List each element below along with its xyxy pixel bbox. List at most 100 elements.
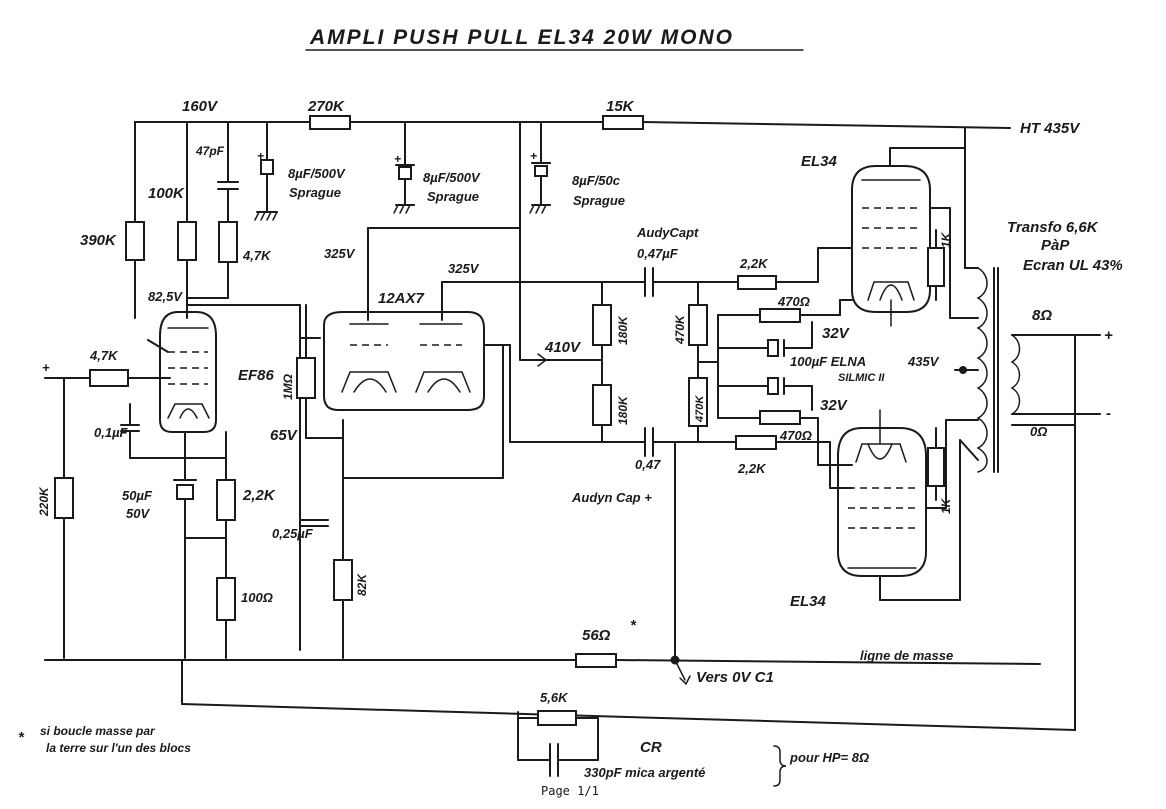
label-180k-top: 180K <box>616 315 630 345</box>
label-elna: 100µF ELNA <box>790 354 866 369</box>
svg-text:+: + <box>257 149 264 163</box>
label-4k7-grid: 4,7K <box>89 348 119 363</box>
label-cr: CR <box>640 739 662 756</box>
label-470k-top: 470K <box>673 314 687 345</box>
decoupling-cap-2: + <box>393 121 415 214</box>
resistor-220k <box>54 477 74 519</box>
resistor-470-top <box>759 308 801 323</box>
resistor-470-bottom <box>759 410 801 425</box>
resistor-cathode-bottom <box>927 447 945 487</box>
label-390k: 390K <box>80 232 117 249</box>
note-asterisk: * <box>18 729 25 746</box>
node-435v <box>959 366 967 374</box>
resistor-cathode-top <box>927 247 945 287</box>
label-82v: 82,5V <box>148 289 183 304</box>
label-out-0ohm: 0Ω <box>1030 424 1047 439</box>
resistor-2k2-top <box>737 275 777 290</box>
output-wiring <box>879 127 979 601</box>
label-220k: 220K <box>37 486 51 517</box>
resistor-180k-bottom <box>592 384 612 426</box>
label-out-plus: + <box>1104 327 1113 344</box>
svg-text:+: + <box>394 152 401 166</box>
label-047-bottom: 0,47 <box>635 457 661 472</box>
label-cap1-brand: Sprague <box>289 185 341 200</box>
label-2k2-bottom: 2,2K <box>737 461 767 476</box>
label-270k: 270K <box>307 98 345 115</box>
label-el34-bottom: EL34 <box>790 593 827 610</box>
label-transfo: Transfo 6,6K <box>1007 219 1099 236</box>
label-65v: 65V <box>270 427 299 444</box>
label-470-bottom: 470Ω <box>779 428 812 443</box>
capacitor-100uf-bottom <box>767 377 779 395</box>
label-410v: 410V <box>544 339 582 356</box>
label-325v-right: 325V <box>448 261 480 276</box>
label-1k-top: 1K <box>939 231 953 248</box>
page-footer: Page 1/1 <box>541 784 599 798</box>
label-32v-bottom: 32V <box>820 397 849 414</box>
label-1m: 1MΩ <box>281 373 295 400</box>
label-470k-bottom: 470K <box>694 395 706 423</box>
tube-12ax7 <box>323 311 485 411</box>
tube-el34-bottom <box>837 409 927 577</box>
capacitor-50uf <box>176 484 194 500</box>
label-input-plus: + <box>42 360 50 375</box>
decoupling-cap-3: + <box>529 121 551 214</box>
label-audycap-top: AudyCapt <box>636 225 699 240</box>
ht-rail <box>134 115 1011 130</box>
splitter-wiring <box>296 121 631 659</box>
label-pap: PàP <box>1041 237 1070 254</box>
label-vers-0v: Vers 0V C1 <box>696 669 774 686</box>
label-047-top: 0,47µF <box>637 246 679 261</box>
label-c50v: 50V <box>126 506 150 521</box>
svg-text:+: + <box>530 149 537 163</box>
decoupling-cap-1: + <box>254 121 278 221</box>
label-56-star: * <box>630 617 637 634</box>
label-47pf: 47pF <box>195 144 225 158</box>
feedback-network <box>181 659 1076 787</box>
resistor-270k <box>309 115 351 130</box>
label-ht-435v: HT 435V <box>1020 120 1081 137</box>
label-cap3-brand: Sprague <box>573 193 625 208</box>
label-2k2-cathode: 2,2K <box>242 487 276 504</box>
label-4k7-plate: 4,7K <box>242 248 272 263</box>
label-cap1-value: 8µF/500V <box>288 166 346 181</box>
label-330pf: 330pF mica argenté <box>584 765 705 780</box>
label-ligne-masse: ligne de masse <box>860 648 953 663</box>
label-435v: 435V <box>907 354 940 369</box>
label-15k: 15K <box>606 98 635 115</box>
label-5k6: 5,6K <box>540 690 569 705</box>
resistor-15k <box>602 115 644 130</box>
resistor-390k <box>125 221 145 261</box>
label-ecran: Ecran UL 43% <box>1023 257 1123 274</box>
label-32v-top: 32V <box>822 325 851 342</box>
label-160v: 160V <box>182 98 219 115</box>
resistor-2k2-bottom <box>735 435 777 450</box>
label-cap2-brand: Sprague <box>427 189 479 204</box>
resistor-100k <box>177 221 197 261</box>
label-12ax7: 12AX7 <box>378 290 425 307</box>
label-cap2-value: 8µF/500V <box>423 170 481 185</box>
label-100k: 100K <box>148 185 185 202</box>
note-line-1: si boucle masse par <box>40 724 156 738</box>
note-line-2: la terre sur l'un des blocs <box>46 741 191 755</box>
resistor-4k7-plate <box>218 221 238 263</box>
label-325v-left: 325V <box>324 246 356 261</box>
label-out-8ohm: 8Ω <box>1032 307 1052 324</box>
driver-wiring <box>544 247 853 661</box>
resistor-180k-top <box>592 304 612 346</box>
resistor-56-ohm <box>575 653 617 668</box>
label-pour-hp: pour HP= 8Ω <box>789 750 869 765</box>
output-transformer <box>976 267 1101 731</box>
label-cap3-value: 8µF/50c <box>572 173 621 188</box>
resistor-4k7-grid <box>89 369 129 387</box>
label-1k-bottom: 1K <box>939 497 953 514</box>
label-c025: 0,25µF <box>272 526 314 541</box>
node-star-ground <box>670 655 680 665</box>
label-silmic: SILMIC II <box>838 372 885 384</box>
resistor-5k6 <box>537 710 577 726</box>
label-180k-bottom: 180K <box>616 395 630 425</box>
resistor-1m <box>296 357 316 399</box>
label-470-top: 470Ω <box>777 294 810 309</box>
tube-ef86 <box>147 311 217 433</box>
ground-line <box>44 653 1041 686</box>
